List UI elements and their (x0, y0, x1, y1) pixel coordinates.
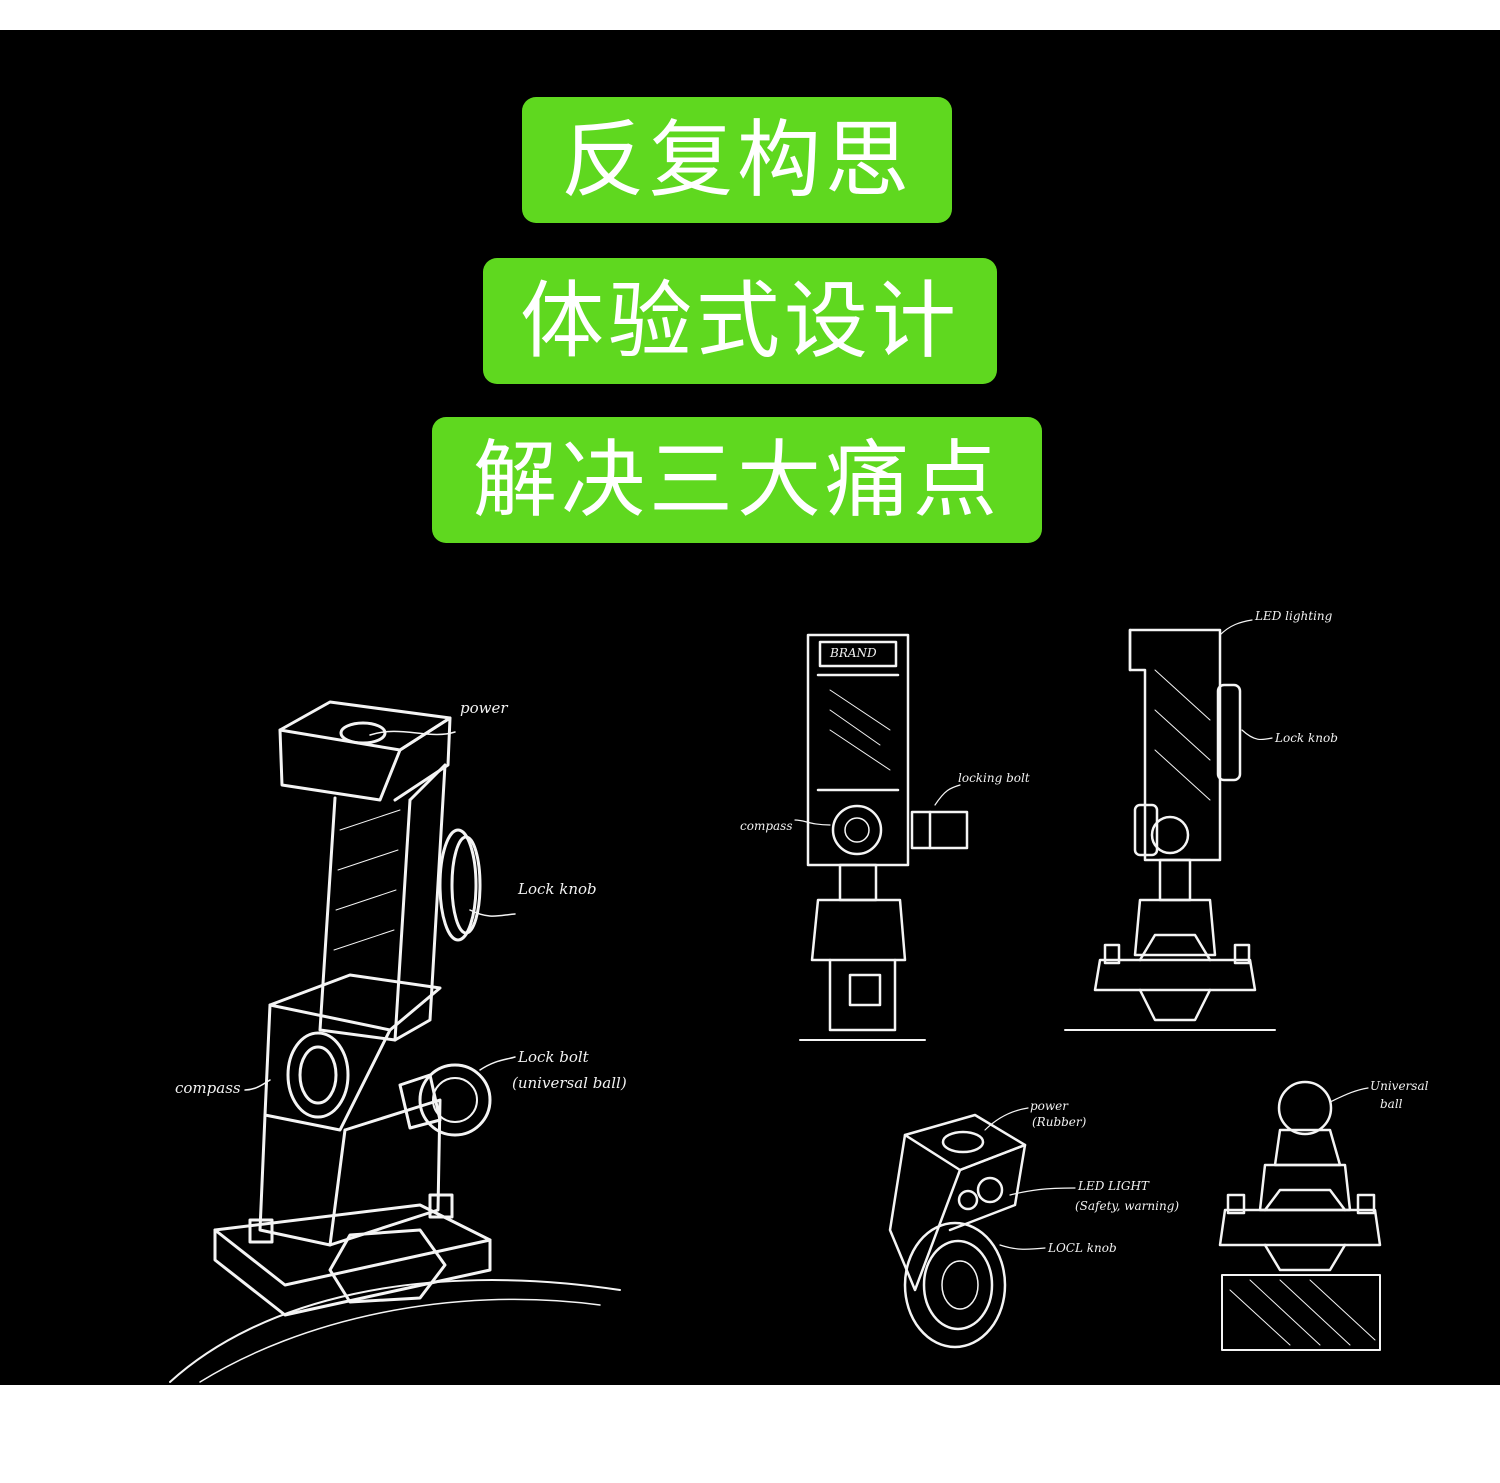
label-compass-main: compass (175, 1079, 241, 1097)
light-unit-sketch (888, 1107, 1076, 1349)
label-led-lighting: LED lighting (1254, 609, 1333, 623)
label-safety-warning: (Safety, warning) (1075, 1199, 1179, 1213)
label-rubber: (Rubber) (1032, 1115, 1087, 1129)
heading-badge-1: 反复构思 (522, 97, 952, 223)
heading-badge-3: 解决三大痛点 (432, 417, 1042, 543)
label-led-light: LED LIGHT (1077, 1179, 1150, 1193)
label-lock-bolt-main: Lock bolt (517, 1048, 590, 1066)
sketch-panel: 反复构思 体验式设计 解决三大痛点 (0, 30, 1500, 1385)
side-view-sketch (1064, 619, 1276, 1031)
product-sketches: power Lock knob compass Lock bolt (unive… (169, 609, 1429, 1383)
label-universal-ball-main: (universal ball) (512, 1074, 627, 1092)
label-brand: BRAND (829, 646, 877, 660)
label-lock-knob-side: Lock knob (1274, 731, 1338, 745)
ball-clamp-sketch (1218, 1080, 1382, 1351)
label-lock-knob-small: LOCL knob (1047, 1241, 1117, 1255)
label-power-main: power (460, 699, 508, 717)
label-power-small: power (1030, 1099, 1069, 1113)
label-locking-bolt: locking bolt (958, 771, 1030, 785)
label-compass-front: compass (740, 819, 792, 833)
label-universal: Universal (1370, 1079, 1429, 1093)
main-mount-sketch (169, 700, 621, 1383)
label-lock-knob-main: Lock knob (517, 880, 597, 898)
front-view-sketch (794, 633, 969, 1041)
label-ball: ball (1380, 1097, 1403, 1111)
heading-badge-2: 体验式设计 (483, 258, 997, 384)
